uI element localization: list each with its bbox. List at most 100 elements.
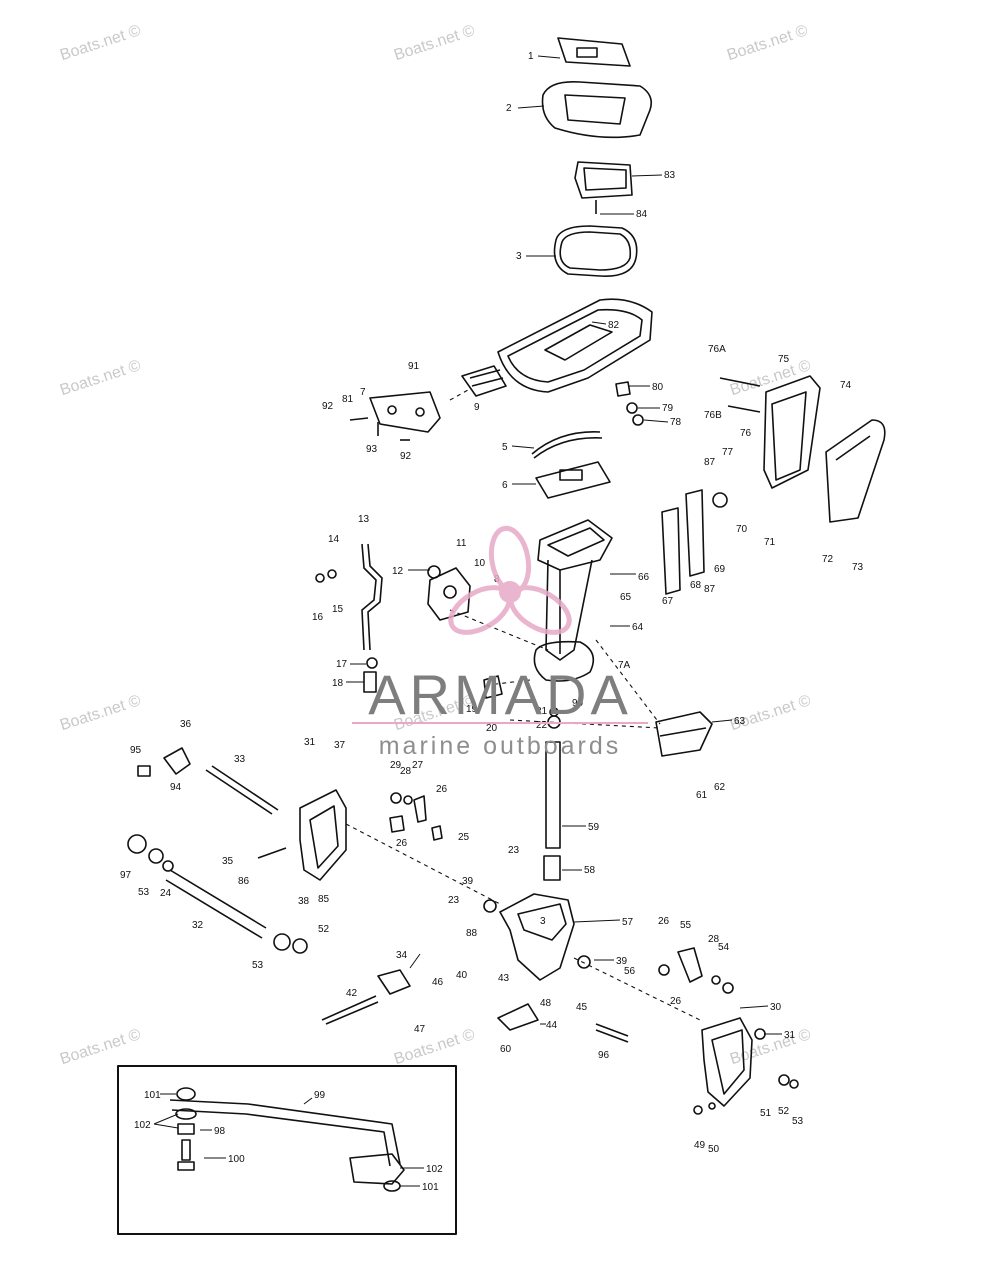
part-label: 69 bbox=[714, 564, 726, 575]
part-3-seal bbox=[553, 225, 638, 277]
part-label: 99 bbox=[314, 1090, 326, 1101]
part-label: 26 bbox=[436, 784, 448, 795]
part-label: 6 bbox=[502, 480, 508, 491]
part-label: 70 bbox=[736, 524, 748, 535]
part-label: 81 bbox=[342, 394, 354, 405]
part-30-clamp-bracket bbox=[701, 1017, 753, 1107]
part-label: 27 bbox=[412, 760, 424, 771]
part-label: 98 bbox=[214, 1126, 226, 1137]
part-label: 19 bbox=[466, 704, 478, 715]
part-label: 63 bbox=[734, 716, 746, 727]
part-label: 83 bbox=[664, 170, 676, 181]
part-label: 12 bbox=[392, 566, 404, 577]
part-32-tube bbox=[169, 869, 267, 929]
brand-propeller-logo bbox=[448, 525, 572, 635]
part-label: 78 bbox=[670, 417, 682, 428]
part-label: 2 bbox=[506, 103, 512, 114]
part-label: 46 bbox=[432, 977, 444, 988]
part-label: 64 bbox=[632, 622, 644, 633]
part-label: 11 bbox=[456, 538, 467, 549]
part-label: 59 bbox=[588, 822, 600, 833]
part-37-clamp-bracket bbox=[299, 789, 347, 881]
part-label: 48 bbox=[540, 998, 552, 1009]
part-33-tilt-rod bbox=[205, 769, 273, 815]
part-label: 33 bbox=[234, 754, 246, 765]
part-label: 44 bbox=[546, 1020, 558, 1031]
part-label: 24 bbox=[160, 888, 172, 899]
part-label: 79 bbox=[662, 403, 674, 414]
part-label: 57 bbox=[622, 917, 634, 928]
part-label: 76 bbox=[740, 428, 752, 439]
part-label: 77 bbox=[722, 447, 734, 458]
part-label: 55 bbox=[680, 920, 692, 931]
part-label: 13 bbox=[358, 514, 370, 525]
part-label: 23 bbox=[448, 895, 460, 906]
part-label: 68 bbox=[690, 580, 702, 591]
part-label: 49 bbox=[694, 1140, 706, 1151]
part-label: 7 bbox=[360, 387, 366, 398]
part-label: 86 bbox=[238, 876, 250, 887]
part-label: 29 bbox=[390, 760, 402, 771]
part-label: 92 bbox=[400, 451, 412, 462]
part-label: 31 bbox=[784, 1030, 796, 1041]
part-label: 43 bbox=[498, 973, 510, 984]
part-label: 17 bbox=[336, 659, 348, 670]
part-label: 3 bbox=[540, 916, 546, 927]
part-label: 80 bbox=[652, 382, 664, 393]
part-label: 88 bbox=[466, 928, 478, 939]
part-label: 30 bbox=[770, 1002, 782, 1013]
part-label: 67 bbox=[662, 596, 674, 607]
part-34-block bbox=[377, 969, 411, 995]
part-label: 25 bbox=[458, 832, 470, 843]
part-label: 74 bbox=[840, 380, 852, 391]
inset-frame bbox=[117, 1065, 457, 1235]
part-label: 7A bbox=[618, 660, 631, 671]
part-9-mount bbox=[461, 365, 507, 397]
part-57-swivel-bracket bbox=[499, 893, 575, 981]
part-94-bracket bbox=[163, 747, 191, 775]
part-label: 39 bbox=[616, 956, 628, 967]
part-label: 53 bbox=[138, 887, 150, 898]
part-label: 97 bbox=[120, 870, 132, 881]
part-65-driveshaft-housing bbox=[537, 519, 613, 571]
part-label: 15 bbox=[332, 604, 344, 615]
part-label: 35 bbox=[222, 856, 234, 867]
part-label: 22 bbox=[536, 720, 548, 731]
part-label: 14 bbox=[328, 534, 340, 545]
part-13-shift-rod bbox=[361, 543, 377, 651]
part-label: 26 bbox=[670, 996, 682, 1007]
part-72-cover bbox=[825, 419, 886, 523]
part-label: 91 bbox=[408, 361, 420, 372]
part-label: 65 bbox=[620, 592, 632, 603]
part-label: 53 bbox=[252, 960, 264, 971]
part-75-cover bbox=[763, 375, 821, 489]
part-label: 101 bbox=[422, 1182, 439, 1193]
part-label: 47 bbox=[414, 1024, 426, 1035]
part-label: 92 bbox=[322, 401, 334, 412]
part-label: 31 bbox=[304, 737, 316, 748]
part-55-bracket bbox=[677, 947, 703, 983]
part-label: 34 bbox=[396, 950, 408, 961]
part-label: 38 bbox=[298, 896, 310, 907]
part-67-plate bbox=[661, 507, 681, 595]
part-1-gasket bbox=[557, 37, 631, 67]
part-label: 42 bbox=[346, 988, 358, 999]
part-96-pin bbox=[595, 1023, 629, 1037]
part-label: 16 bbox=[312, 612, 324, 623]
part-label: 32 bbox=[192, 920, 204, 931]
part-label: 76B bbox=[704, 410, 722, 421]
part-label: 1 bbox=[528, 51, 534, 62]
part-label: 96 bbox=[598, 1050, 610, 1061]
part-label: 75 bbox=[778, 354, 790, 365]
part-label: 102 bbox=[134, 1120, 151, 1131]
part-5-gasket-strip bbox=[531, 431, 601, 455]
part-2-adapter-plate bbox=[541, 80, 653, 139]
part-label: 102 bbox=[426, 1164, 443, 1175]
part-label: 82 bbox=[608, 320, 620, 331]
part-59-drive-shaft bbox=[545, 741, 561, 849]
part-label: 50 bbox=[708, 1144, 720, 1155]
part-label: 87 bbox=[704, 584, 716, 595]
part-label: 90 bbox=[572, 698, 584, 709]
part-11-bracket bbox=[427, 567, 471, 621]
